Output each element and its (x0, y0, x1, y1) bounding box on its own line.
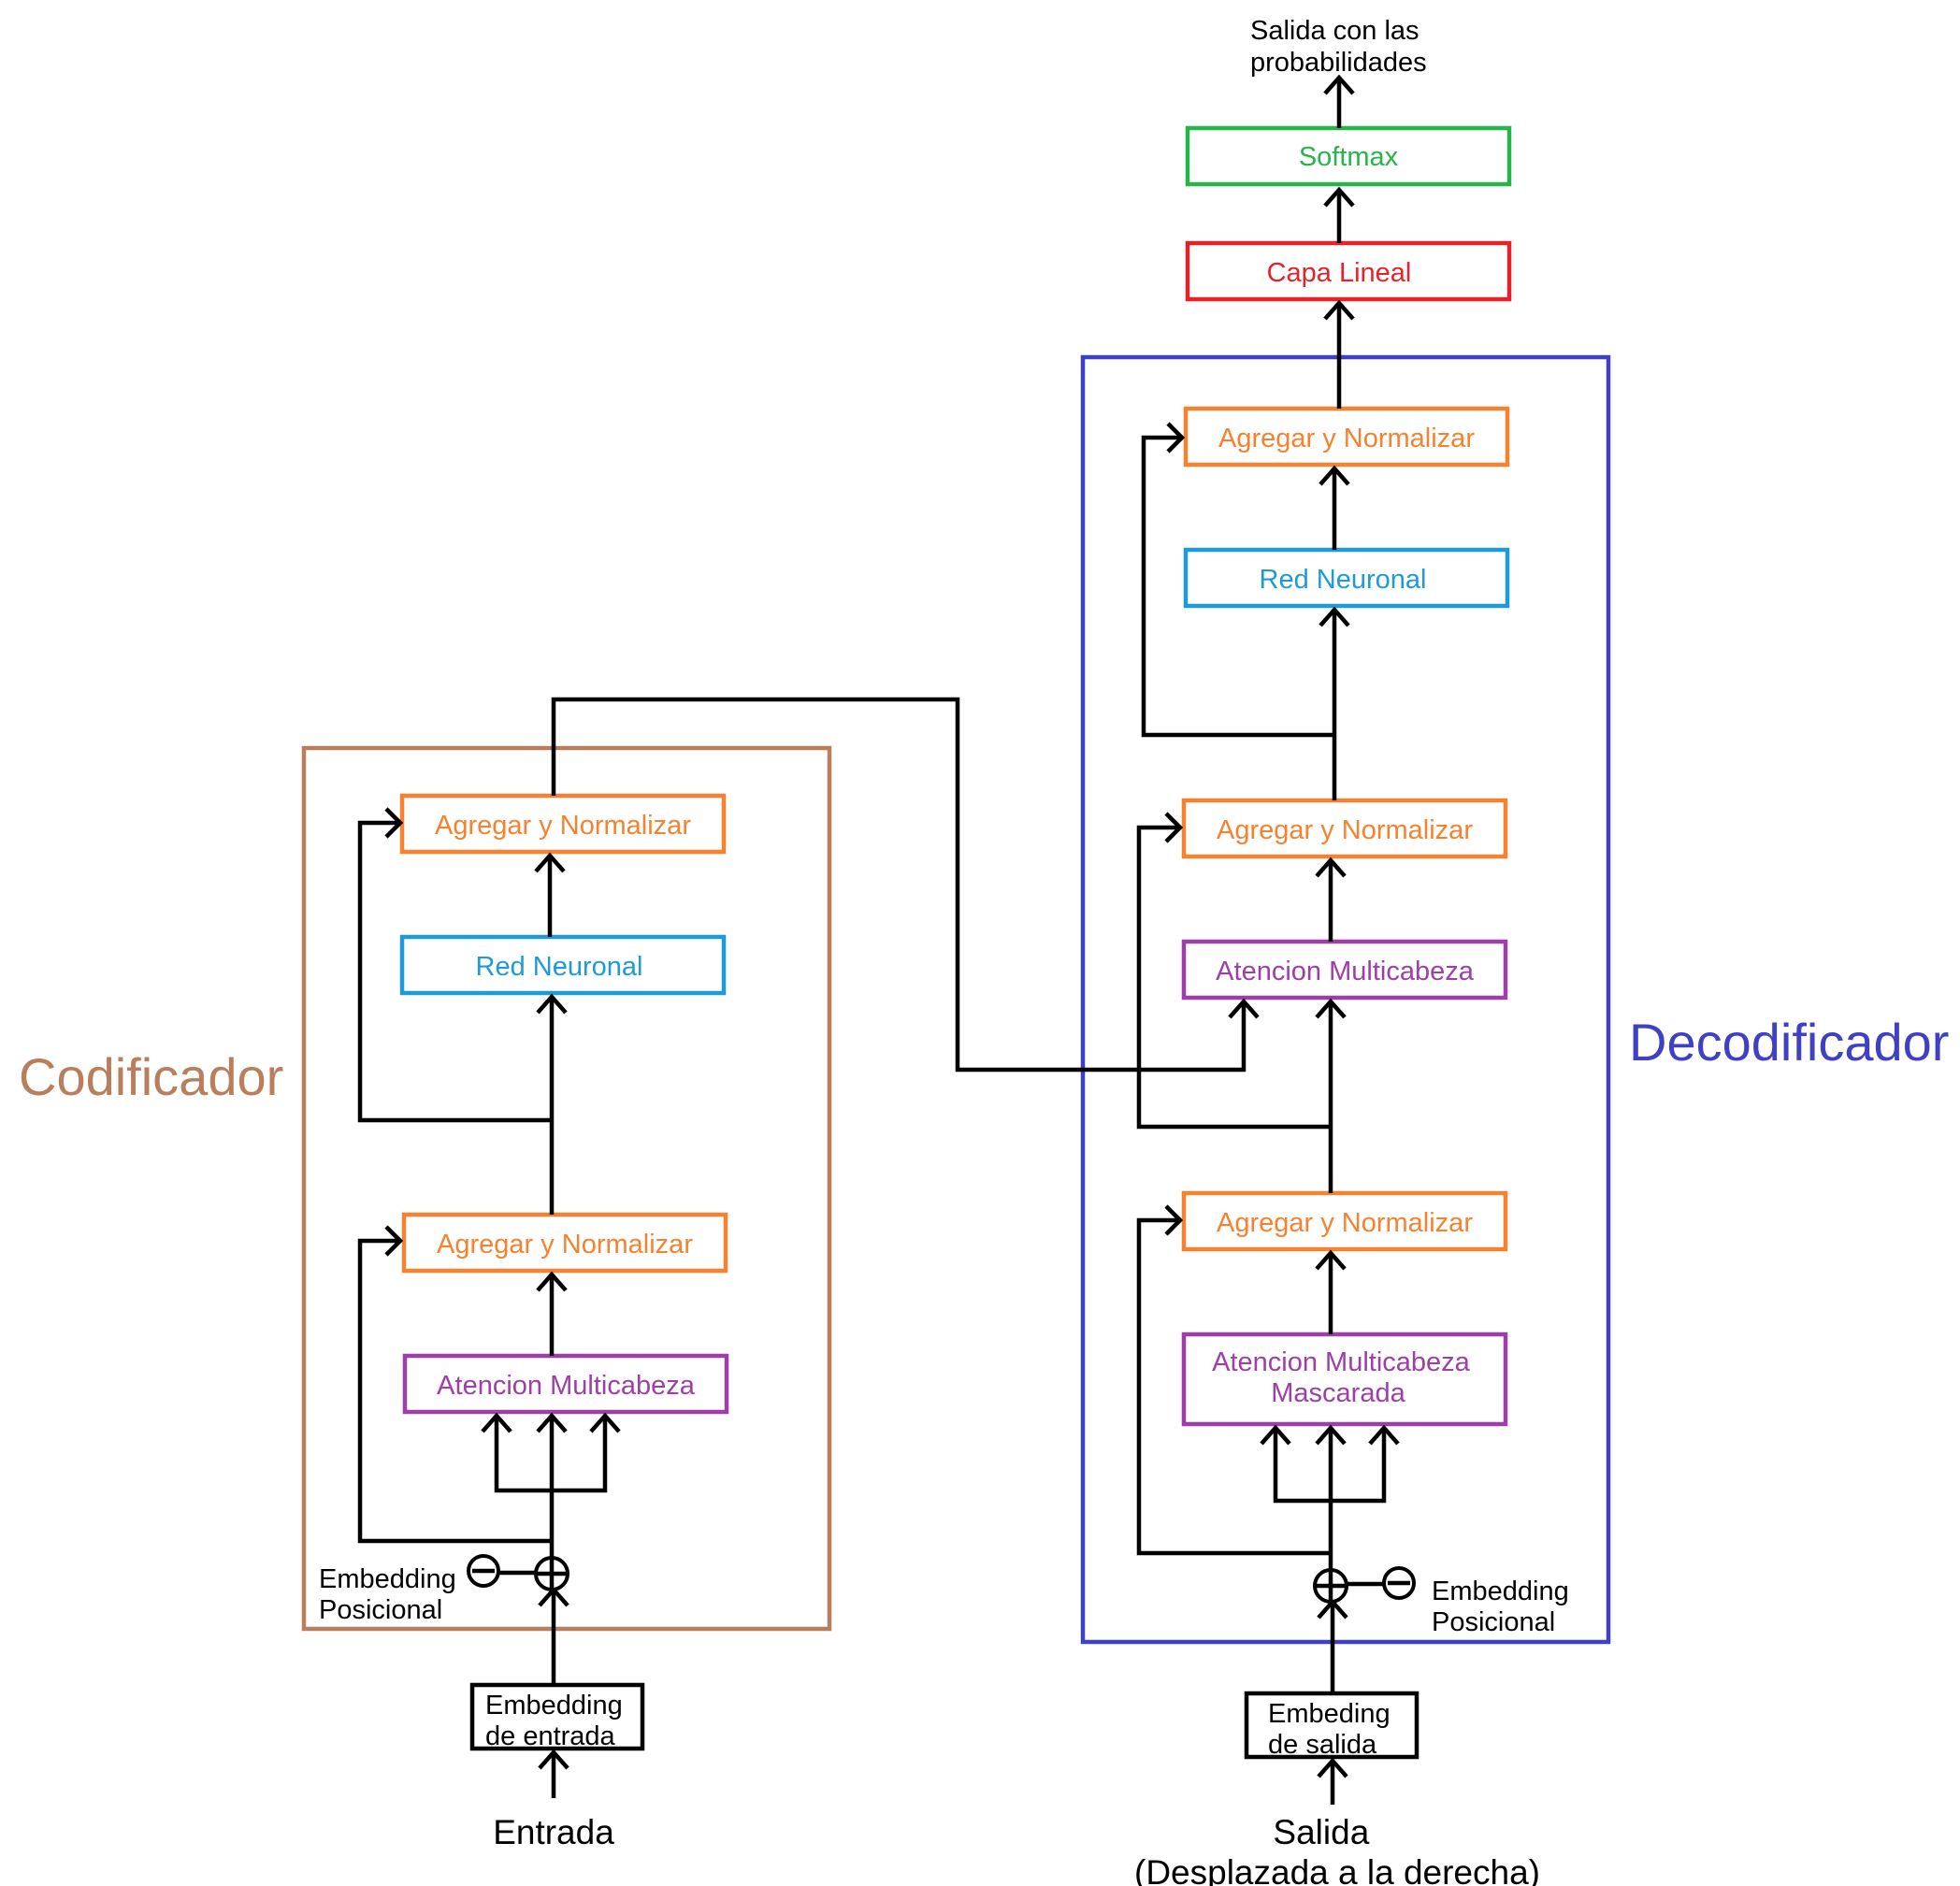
output-embedding-box (1244, 1691, 1420, 1760)
decoder-qkv-arrowhead-mid (1315, 1424, 1347, 1446)
decoder-split-bar (1273, 1428, 1387, 1504)
decoder-residual-2 (1136, 825, 1331, 1130)
decoder-residual-2-arrowhead (1164, 812, 1184, 843)
encoder-input-arrowhead (538, 1749, 569, 1770)
encoder-ff-to-addnorm-arrowhead (534, 852, 566, 873)
encoder-residual-1-arrowhead (384, 1225, 404, 1257)
encoder-frame (301, 745, 832, 1632)
encoder-qkv-arrowhead-left (481, 1412, 512, 1433)
encoder-add-norm-top-label: Agregar y Normalizar (435, 811, 691, 841)
encoder-attention-label: Atencion Multicabeza (437, 1371, 696, 1401)
decoder-residual-1 (1136, 1217, 1331, 1556)
decoder-add-norm-middle-box (1181, 798, 1508, 859)
decoder-add-norm-top-box (1183, 406, 1510, 468)
decoder-feed-forward-box (1183, 547, 1510, 609)
encoder-split-bar (494, 1416, 608, 1493)
decoder-cross-attention-box (1181, 939, 1508, 1001)
encoder-add-norm-bottom-label: Agregar y Normalizar (437, 1230, 693, 1260)
decoder-qkv-arrowhead-right (1368, 1424, 1400, 1446)
encoder-residual-2-arrowhead (384, 807, 404, 839)
encoder-to-decoder-arrowhead (1228, 998, 1260, 1019)
input-embedding-label: Embedding de entrada (485, 1691, 630, 1751)
encoder-residual-2 (357, 820, 552, 1123)
encoder-add-norm-top-box (399, 793, 727, 855)
encoder-label: Codificador (19, 1047, 283, 1106)
linear-layer-label: Capa Lineal (1267, 258, 1412, 288)
encoder-to-decoder-wire (551, 697, 1247, 1073)
output-label: Salida (Desplazada a la derecha) (1134, 1813, 1540, 1886)
softmax-to-output-arrowhead (1323, 74, 1355, 95)
input-embedding-box (469, 1682, 645, 1751)
encoder-residual-1 (357, 1238, 552, 1544)
encoder-feed-forward-box (399, 934, 727, 996)
decoder-cross-attention-label: Atencion Multicabeza (1216, 957, 1475, 986)
decoder-addnorm-to-cross-arrowhead (1315, 998, 1347, 1019)
encoder-attention-box (402, 1353, 729, 1415)
decoder-add-norm-bottom-box (1181, 1190, 1508, 1252)
decoder-feed-forward-label: Red Neuronal (1260, 565, 1427, 595)
decoder-masked-attention-label: Atencion Multicabeza Mascarada (1212, 1347, 1477, 1408)
decoder-label: Decodificador (1629, 1013, 1949, 1072)
linear-layer-box (1185, 240, 1512, 302)
decoder-to-linear-arrowhead (1323, 299, 1355, 321)
encoder-positional-label: Embedding Posicional (319, 1564, 464, 1625)
encoder-qkv-arrowhead-mid (536, 1412, 568, 1433)
decoder-ff-to-addnorm-arrowhead (1319, 465, 1350, 486)
output-probabilities-label: Salida con las probabilidades (1250, 16, 1427, 78)
decoder-add-norm-bottom-label: Agregar y Normalizar (1217, 1208, 1473, 1238)
decoder-frame (1080, 354, 1611, 1645)
decoder-residual-3-arrowhead (1166, 422, 1186, 454)
decoder-addnorm-to-ff-arrowhead (1319, 606, 1350, 627)
encoder-attn-to-addnorm-arrowhead (536, 1271, 568, 1292)
input-label: Entrada (493, 1813, 614, 1851)
decoder-cross-to-addnorm-arrowhead (1315, 857, 1347, 878)
decoder-masked-attention-box (1181, 1332, 1508, 1427)
decoder-positional-label: Embedding Posicional (1432, 1576, 1577, 1637)
linear-to-softmax-arrowhead (1323, 186, 1355, 208)
decoder-residual-1-arrowhead (1164, 1204, 1184, 1236)
decoder-add-norm-middle-label: Agregar y Normalizar (1217, 815, 1473, 845)
softmax-label: Softmax (1299, 142, 1399, 172)
decoder-qkv-arrowhead-left (1260, 1424, 1291, 1446)
output-embedding-label: Embeding de salida (1268, 1699, 1398, 1760)
decoder-masked-to-addnorm-arrowhead (1315, 1249, 1347, 1271)
decoder-input-arrowhead (1317, 1757, 1348, 1778)
decoder-add-norm-top-label: Agregar y Normalizar (1218, 424, 1475, 454)
encoder-qkv-arrowhead-right (589, 1412, 621, 1433)
softmax-box (1185, 125, 1512, 187)
encoder-feed-forward-label: Red Neuronal (476, 952, 643, 982)
decoder-residual-3 (1141, 435, 1334, 738)
encoder-add-norm-bottom-box (401, 1212, 728, 1274)
encoder-addnorm-to-ff-arrowhead (536, 993, 568, 1015)
